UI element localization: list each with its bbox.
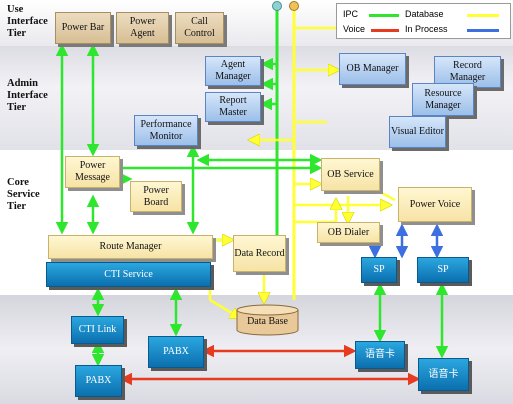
node-voice-card-2: 语音卡 (418, 358, 469, 391)
node-power-agent: Power Agent (116, 12, 169, 44)
node-call-control: Call Control (175, 12, 224, 44)
node-route-manager: Route Manager (48, 235, 213, 259)
tier-label-core: Core Service Tier (7, 177, 40, 212)
node-ob-dialer: OB Dialer (317, 222, 380, 243)
node-pabx-center: PABX (148, 336, 204, 368)
node-power-board: Power Board (130, 181, 182, 212)
legend-ipc-label: IPC (343, 9, 359, 19)
node-visual-editor: Visual Editor (389, 116, 446, 148)
legend-ipc-swatch (369, 14, 399, 17)
node-pabx-left: PABX (75, 365, 122, 397)
legend: IPC Database Voice In Process (336, 3, 511, 39)
node-ob-manager: OB Manager (339, 53, 406, 85)
legend-database-swatch (467, 14, 499, 17)
node-voice-card-1: 语音卡 (355, 341, 405, 369)
voice-links (119, 344, 421, 386)
node-sp-1: SP (361, 257, 397, 283)
node-performance-monitor: Performance Monitor (134, 115, 198, 146)
database-cylinder (236, 304, 299, 336)
legend-in-process-swatch (467, 29, 499, 32)
node-power-voice: Power Voice (398, 187, 472, 222)
node-agent-manager: Agent Manager (205, 56, 261, 86)
node-sp-2: SP (417, 257, 469, 283)
node-cti-service: CTI Service (46, 262, 211, 287)
node-cti-link: CTI Link (71, 316, 124, 344)
legend-database-label: Database (405, 9, 444, 19)
legend-in-process-label: In Process (405, 24, 448, 34)
node-resource-manager: Resource Manager (412, 83, 474, 116)
node-report-master: Report Master (205, 92, 261, 122)
legend-voice-swatch (371, 29, 399, 32)
legend-voice-label: Voice (343, 24, 366, 34)
ipc-bus-terminal (272, 1, 282, 11)
tier-label-use: Use Interface Tier (7, 4, 48, 39)
database-bus-terminal (289, 1, 299, 11)
node-data-record: Data Record (233, 235, 286, 272)
node-power-message: Power Message (65, 156, 120, 188)
node-record-manager: Record Manager (434, 56, 501, 88)
tier-label-admin: Admin Interface Tier (7, 78, 48, 113)
node-power-bar: Power Bar (55, 12, 111, 44)
node-data-base: Data Base (247, 316, 288, 327)
in-process-links (368, 223, 444, 259)
node-ob-service: OB Service (321, 158, 380, 191)
